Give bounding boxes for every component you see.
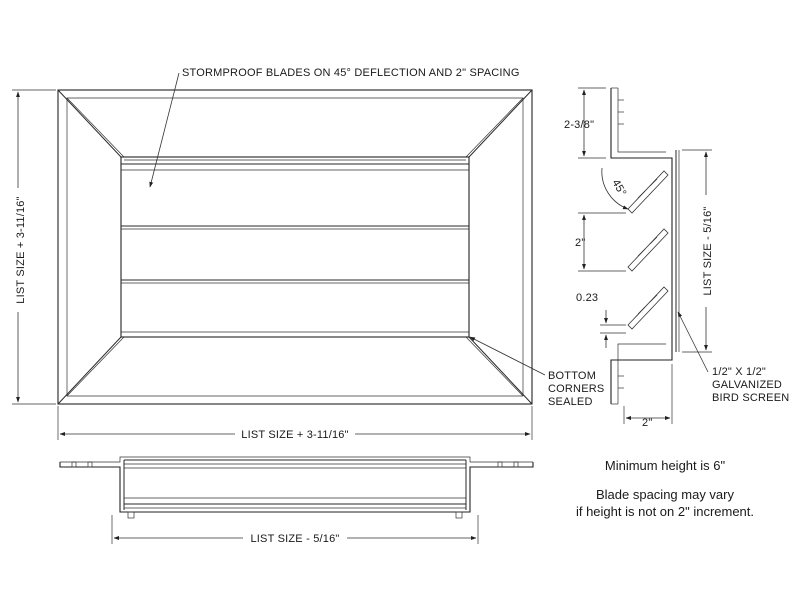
stormproof-blades-label: STORMPROOF BLADES ON 45° DEFLECTION AND … [182, 67, 520, 79]
screen-label-1: 1/2" X 1/2" [712, 366, 766, 378]
depth-top-dimension: 2-3/8" [564, 87, 606, 159]
side-width-label: 2" [642, 417, 652, 429]
screen-label-2: GALVANIZED [712, 379, 782, 391]
corners-label-1: BOTTOM [548, 370, 596, 382]
side-height-label: LIST SIZE - 5/16" [702, 206, 714, 295]
screen-label-3: BIRD SCREEN [712, 392, 789, 404]
side-height-dimension: LIST SIZE - 5/16" [682, 149, 714, 353]
front-height-label: LIST SIZE + 3-11/16" [15, 196, 27, 303]
blade-spacing-note-2: if height is not on 2" increment. [576, 504, 754, 519]
side-section [610, 87, 680, 405]
thickness-label: 0.23 [576, 292, 598, 304]
plan-width-dimension: LIST SIZE - 5/16" [111, 515, 479, 545]
blade-spacing-dimension: 2" [575, 212, 626, 272]
corners-label-2: CORNERS [548, 383, 604, 395]
plan-width-label: LIST SIZE - 5/16" [250, 533, 339, 545]
thickness-dimension: 0.23 [576, 292, 626, 348]
front-width-dimension: LIST SIZE + 3-11/16" [57, 406, 533, 441]
blade-opening [120, 156, 470, 338]
corners-label-3: SEALED [548, 396, 593, 408]
front-height-dimension: LIST SIZE + 3-11/16" [10, 89, 56, 405]
spacing-label: 2" [575, 237, 585, 249]
plan-section [59, 456, 534, 519]
depth-top-label: 2-3/8" [564, 119, 594, 131]
blade-spacing-note-1: Blade spacing may vary [596, 487, 735, 502]
side-width-dimension: 2" [623, 364, 673, 429]
front-elevation [57, 89, 533, 405]
minimum-height-note: Minimum height is 6" [605, 458, 726, 473]
front-width-label: LIST SIZE + 3-11/16" [241, 429, 348, 441]
